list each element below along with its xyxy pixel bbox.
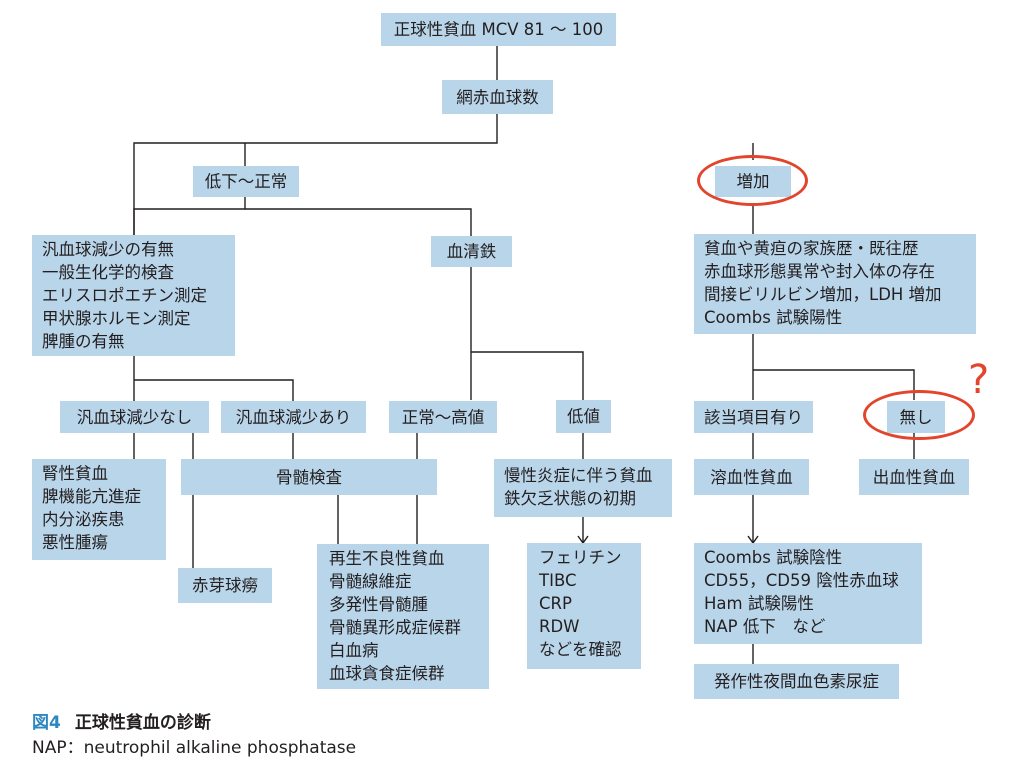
footnote: NAP：neutrophil alkaline phosphatase [32, 738, 357, 758]
pure-red-cell-aplasia-node: 赤芽球癆 [178, 568, 272, 603]
lab-tests-group: フェリチン TIBC CRP RDW などを確認 [527, 543, 641, 669]
low-value-node: 低値 [556, 400, 611, 433]
no-pancytopenia-node: 汎血球減少なし [60, 401, 209, 433]
red-circle-mark [697, 155, 808, 206]
bone-marrow-exam-node: 骨髄検査 [181, 459, 437, 495]
hemolytic-anemia-node: 溶血性貧血 [694, 459, 809, 495]
serum-iron-node: 血清鉄 [431, 236, 512, 267]
figure-title: 正球性貧血の診断 [74, 713, 211, 733]
normal-high-node: 正常〜高値 [389, 401, 497, 433]
connector [133, 114, 498, 235]
figure-caption: 図4 正球性貧血の診断 [32, 711, 211, 735]
connector [133, 196, 246, 235]
chronic-inflammation-group: 慢性炎症に伴う貧血 鉄欠乏状態の初期 [494, 459, 672, 517]
connector [245, 208, 472, 236]
question-mark-icon: ? [968, 357, 990, 403]
hemorrhagic-anemia-node: 出血性貧血 [859, 459, 969, 495]
renal-anemia-group: 腎性貧血 脾機能亢進症 内分泌疾患 悪性腫瘍 [32, 459, 166, 560]
pnh-node: 発作性夜間血色素尿症 [694, 664, 899, 699]
marrow-disease-group: 再生不良性貧血 骨髄線維症 多発性骨髄腫 骨髄異形成症候群 白血病 血球貪食症候… [317, 544, 489, 689]
connector [134, 379, 294, 401]
right-checks-box: 貧血や黄疸の家族歴・既往歴 赤血球形態異常や封入体の存在 間接ビリルビン増加，L… [694, 234, 976, 334]
coombs-negative-group: Coombs 試験陰性 CD55，CD59 陰性赤血球 Ham 試験陽性 NAP… [694, 543, 922, 644]
red-circle-mark [863, 390, 975, 440]
applicable-node: 該当項目有り [694, 401, 813, 433]
left-checks-box: 汎血球減少の有無 一般生化学的検査 エリスロポエチン測定 甲状腺ホルモン測定 脾… [32, 235, 235, 356]
figure-label: 図4 [32, 713, 61, 733]
with-pancytopenia-node: 汎血球減少あり [221, 401, 366, 433]
low-normal-node: 低下〜正常 [193, 166, 299, 197]
connector [471, 351, 584, 400]
reticulocyte-count-node: 網赤血球数 [442, 80, 553, 114]
root-node-normocytic-anemia: 正球性貧血 MCV 81 〜 100 [381, 13, 616, 46]
